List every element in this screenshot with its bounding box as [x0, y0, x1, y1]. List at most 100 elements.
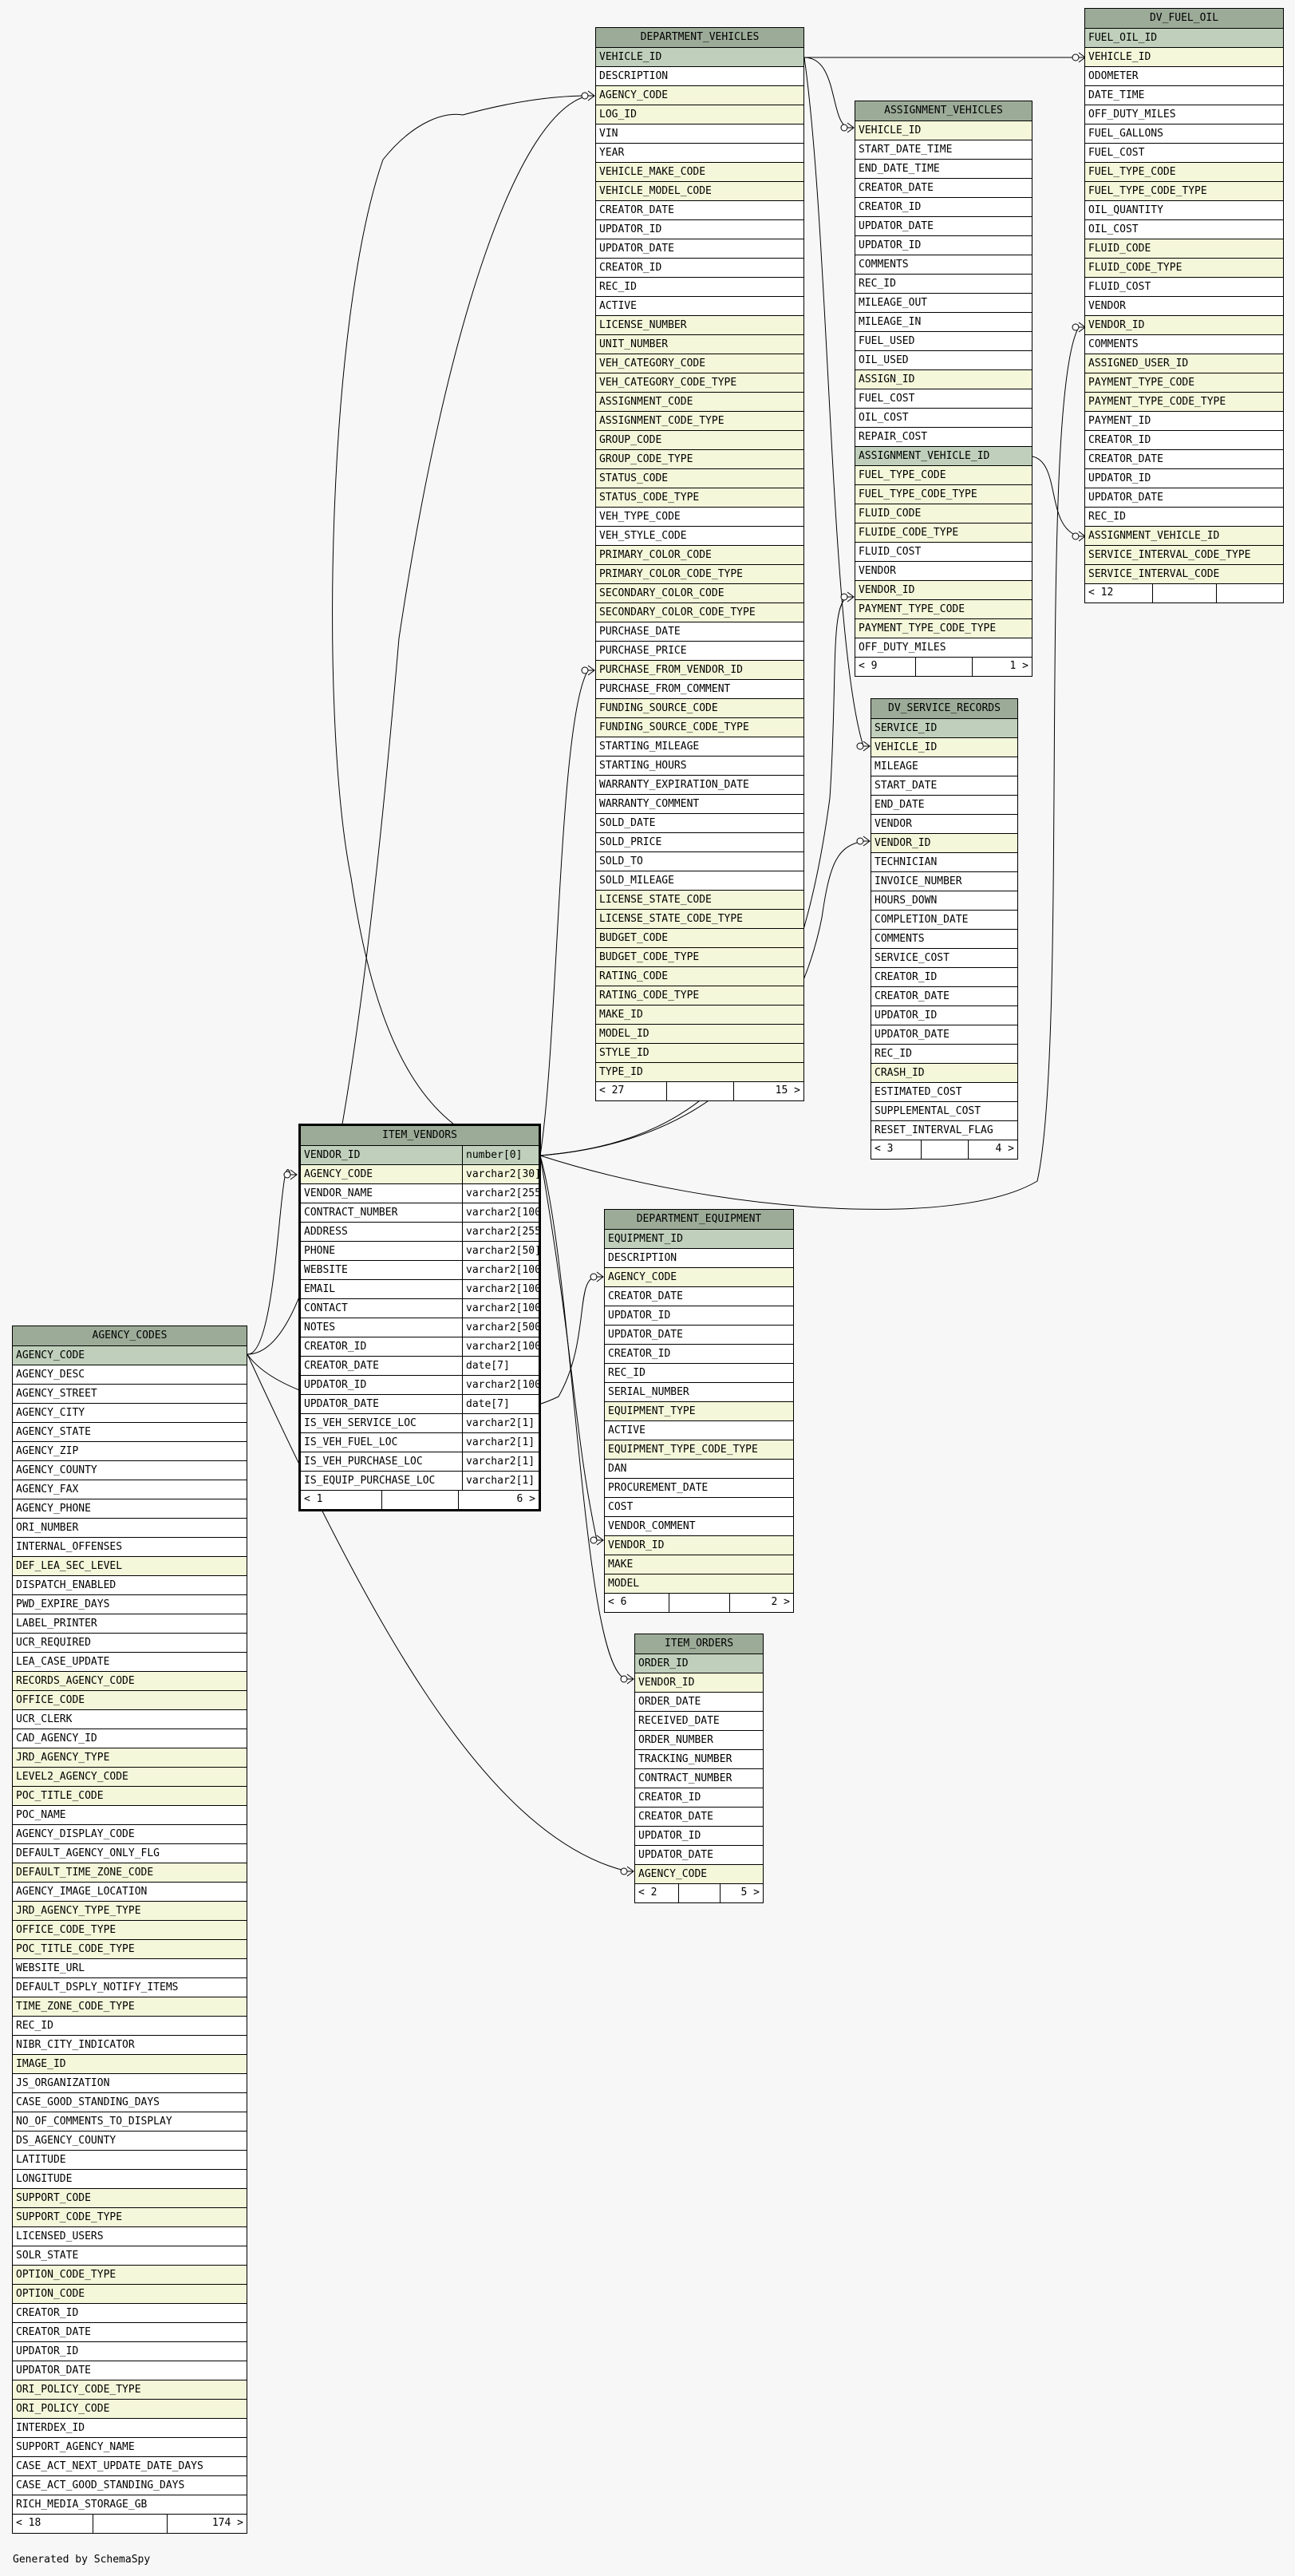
column-row[interactable]: REC_ID	[13, 2017, 247, 2036]
child-count[interactable]: 174 >	[167, 2515, 247, 2533]
column-row[interactable]: HOURS_DOWN	[871, 891, 1017, 911]
child-count[interactable]	[1215, 584, 1283, 603]
column-row[interactable]: CREATOR_ID	[635, 1788, 763, 1808]
column-row[interactable]: UPDATOR_ID	[1085, 469, 1283, 488]
column-row[interactable]: CREATOR_ID	[596, 259, 803, 278]
column-row[interactable]: VEHICLE_MODEL_CODE	[596, 182, 803, 201]
column-row[interactable]: CASE_ACT_GOOD_STANDING_DAYS	[13, 2476, 247, 2495]
column-row[interactable]: LICENSE_STATE_CODE_TYPE	[596, 910, 803, 929]
column-row[interactable]: AGENCY_STREET	[13, 1385, 247, 1404]
column-row[interactable]: STARTING_HOURS	[596, 757, 803, 776]
column-row[interactable]: WEBSITE_URL	[13, 1959, 247, 1978]
column-row[interactable]: SOLR_STATE	[13, 2246, 247, 2266]
column-row[interactable]: SECONDARY_COLOR_CODE	[596, 584, 803, 603]
column-row[interactable]: CREATOR_ID	[605, 1345, 793, 1364]
column-row[interactable]: VEH_CATEGORY_CODE	[596, 354, 803, 373]
column-row[interactable]: JS_ORGANIZATION	[13, 2074, 247, 2093]
column-row[interactable]: START_DATE_TIME	[855, 140, 1032, 160]
column-row[interactable]: FUEL_COST	[1085, 144, 1283, 163]
column-row[interactable]: UPDATOR_DATE	[1085, 488, 1283, 508]
column-row[interactable]: FUEL_TYPE_CODE	[1085, 163, 1283, 182]
column-row[interactable]: AGENCY_PHONE	[13, 1499, 247, 1519]
column-row[interactable]: DEFAULT_TIME_ZONE_CODE	[13, 1863, 247, 1883]
column-row[interactable]: FUNDING_SOURCE_CODE	[596, 699, 803, 718]
column-row[interactable]: VENDOR_ID	[635, 1673, 763, 1693]
column-row[interactable]: END_DATE	[871, 796, 1017, 815]
column-row[interactable]: CREATOR_DATE	[855, 179, 1032, 198]
column-row[interactable]: PURCHASE_PRICE	[596, 642, 803, 661]
column-row[interactable]: OFF_DUTY_MILES	[1085, 105, 1283, 124]
column-row[interactable]: INVOICE_NUMBER	[871, 872, 1017, 891]
column-row[interactable]: SUPPLEMENTAL_COST	[871, 1102, 1017, 1121]
table-title[interactable]: DEPARTMENT_EQUIPMENT	[605, 1210, 793, 1230]
column-row[interactable]: PAYMENT_TYPE_CODE_TYPE	[855, 619, 1032, 638]
parent-count[interactable]: < 12	[1088, 587, 1114, 599]
column-row[interactable]: MILEAGE_OUT	[855, 294, 1032, 313]
column-row[interactable]: LICENSE_STATE_CODE	[596, 891, 803, 910]
column-row[interactable]: OIL_USED	[855, 351, 1032, 370]
column-row[interactable]: REPAIR_COST	[855, 428, 1032, 447]
column-row[interactable]: REC_ID	[605, 1364, 793, 1383]
column-row[interactable]: CREATOR_ID	[871, 968, 1017, 987]
child-count[interactable]: 15 >	[732, 1082, 803, 1100]
column-row[interactable]: WARRANTY_COMMENT	[596, 795, 803, 814]
table-title[interactable]: AGENCY_CODES	[13, 1326, 247, 1346]
column-row[interactable]: AGENCY_ZIP	[13, 1442, 247, 1461]
column-row[interactable]: OPTION_CODE_TYPE	[13, 2266, 247, 2285]
column-row[interactable]: CREATOR_ID	[855, 198, 1032, 217]
column-row[interactable]: ASSIGNED_USER_ID	[1085, 354, 1283, 373]
column-row[interactable]: AGENCY_CODE	[605, 1268, 793, 1287]
column-row[interactable]: DS_AGENCY_COUNTY	[13, 2132, 247, 2151]
column-row[interactable]: ACTIVE	[596, 297, 803, 316]
column-row[interactable]: SUPPORT_CODE	[13, 2189, 247, 2208]
column-row[interactable]: FLUIDE_CODE_TYPE	[855, 523, 1032, 543]
column-row[interactable]: MILEAGE	[871, 757, 1017, 776]
parent-count[interactable]: < 9	[859, 660, 878, 672]
column-row[interactable]: VEHICLE_ID	[1085, 48, 1283, 67]
column-row[interactable]: YEAR	[596, 144, 803, 163]
column-row[interactable]: POC_TITLE_CODE	[13, 1787, 247, 1806]
column-row[interactable]: GROUP_CODE	[596, 431, 803, 450]
column-row[interactable]: LEVEL2_AGENCY_CODE	[13, 1768, 247, 1787]
column-row[interactable]: ORI_POLICY_CODE	[13, 2400, 247, 2419]
column-row[interactable]: OFFICE_CODE	[13, 1691, 247, 1710]
column-row[interactable]: ORI_POLICY_CODE_TYPE	[13, 2380, 247, 2400]
column-row[interactable]: ASSIGNMENT_CODE	[596, 393, 803, 412]
column-row[interactable]: STARTING_MILEAGE	[596, 737, 803, 757]
column-row[interactable]: VEH_CATEGORY_CODE_TYPE	[596, 373, 803, 393]
column-row[interactable]: ASSIGN_ID	[855, 370, 1032, 389]
column-row[interactable]: VENDOR	[1085, 297, 1283, 316]
column-row[interactable]: LABEL_PRINTER	[13, 1614, 247, 1634]
column-row[interactable]: STATUS_CODE_TYPE	[596, 488, 803, 508]
column-row[interactable]: RECEIVED_DATE	[635, 1712, 763, 1731]
column-row[interactable]: START_DATE	[871, 776, 1017, 796]
column-row[interactable]: UPDATOR_ID	[635, 1827, 763, 1846]
column-row[interactable]: UPDATOR_ID	[871, 1006, 1017, 1025]
column-row[interactable]: FUEL_GALLONS	[1085, 124, 1283, 144]
column-row[interactable]: SERVICE_ID	[871, 719, 1017, 738]
table-title[interactable]: ASSIGNMENT_VEHICLES	[855, 101, 1032, 121]
column-row[interactable]: SERIAL_NUMBER	[605, 1383, 793, 1402]
column-row[interactable]: ASSIGNMENT_CODE_TYPE	[596, 412, 803, 431]
column-row[interactable]: DAN	[605, 1460, 793, 1479]
child-count[interactable]: 5 >	[719, 1884, 763, 1902]
column-row[interactable]: PWD_EXPIRE_DAYS	[13, 1595, 247, 1614]
column-row[interactable]: PAYMENT_ID	[1085, 412, 1283, 431]
column-row[interactable]: REC_ID	[871, 1045, 1017, 1064]
column-row[interactable]: UPDATOR_ID	[605, 1306, 793, 1326]
column-row[interactable]: CREATOR_DATE	[596, 201, 803, 220]
column-row[interactable]: STYLE_ID	[596, 1044, 803, 1063]
column-row[interactable]: MODEL	[605, 1574, 793, 1594]
parent-count[interactable]: < 27	[599, 1085, 625, 1096]
column-row[interactable]: CAD_AGENCY_ID	[13, 1729, 247, 1748]
column-row[interactable]: OFFICE_CODE_TYPE	[13, 1921, 247, 1940]
column-row[interactable]: LATITUDE	[13, 2151, 247, 2170]
column-row[interactable]: FLUID_CODE_TYPE	[1085, 259, 1283, 278]
